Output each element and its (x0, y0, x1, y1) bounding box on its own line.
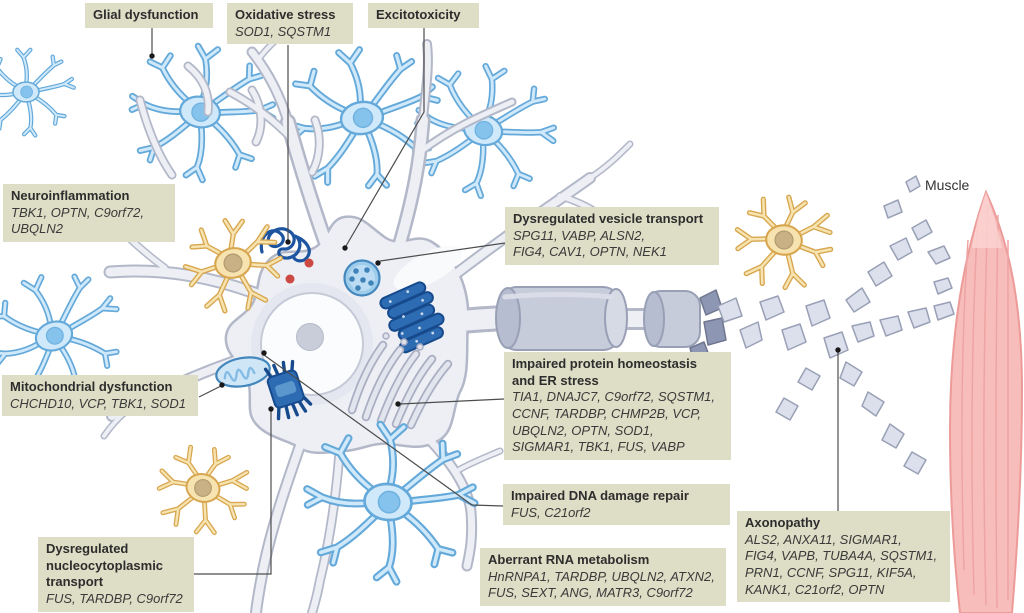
callout-title: Mitochondrial dysfunction (10, 379, 173, 394)
callout-genes: SOD1, SQSTM1 (235, 23, 332, 39)
myelin-sheath (495, 286, 701, 351)
oxidative-particles (285, 258, 314, 284)
callout-title: Neuroinflammation (11, 188, 130, 203)
astrocyte (0, 50, 74, 136)
callout-connectors (151, 28, 839, 575)
callout-title: Dysregulated nucleocytoplasmic transport (46, 541, 164, 590)
callout-title: Oxidative stress (235, 7, 336, 22)
callout-excitotoxicity: Excitotoxicity (368, 3, 479, 28)
callout-genes: TBK1, OPTN, C9orf72, UBQLN2 (11, 204, 144, 237)
axon-fragments (689, 175, 955, 475)
mitochondrion (215, 356, 271, 388)
callout-genes: FUS, C21orf2 (511, 504, 591, 520)
callout-glial-dysfunction: Glial dysfunction (85, 3, 213, 28)
callout-oxidative-stress: Oxidative stress SOD1, SQSTM1 (227, 3, 353, 45)
callout-connector-dots (149, 53, 841, 412)
callout-protein-homeostasis: Impaired protein homeostasis and ER stre… (504, 352, 731, 460)
callout-title: Impaired protein homeostasis and ER stre… (512, 356, 697, 388)
callout-axonopathy: Axonopathy ALS2, ANXA11, SIGMAR1, FIG4, … (737, 511, 950, 603)
callout-title: Impaired DNA damage repair (511, 488, 689, 503)
callout-genes: CHCHD10, VCP, TBK1, SOD1 (10, 395, 187, 411)
muscle-fiber (948, 189, 1024, 613)
callout-genes: TIA1, DNAJC7, C9orf72, SQSTM1, CCNF, TAR… (512, 389, 716, 455)
callout-genes: SPG11, VABP, ALSN2, FIG4, CAV1, OPTN, NE… (513, 227, 667, 260)
callout-genes: ALS2, ANXA11, SIGMAR1, FIG4, VAPB, TUBA4… (745, 531, 938, 597)
callout-title: Dysregulated vesicle transport (513, 211, 704, 226)
vesicle (343, 259, 381, 297)
callout-mitochondrial-dysfunction: Mitochondrial dysfunction CHCHD10, VCP, … (2, 375, 198, 417)
callout-rna-metabolism: Aberrant RNA metabolism HnRNPA1, TARDBP,… (480, 548, 726, 606)
callout-title: Axonopathy (745, 515, 821, 530)
nucleolus (296, 323, 324, 351)
callout-genes: FUS, TARDBP, C9orf72 (46, 590, 183, 606)
muscle-label: Muscle (925, 177, 970, 193)
callout-title: Glial dysfunction (93, 7, 199, 22)
callout-title: Excitotoxicity (376, 7, 461, 22)
callout-title: Aberrant RNA metabolism (488, 552, 650, 567)
callout-nucleocytoplasmic-transport: Dysregulated nucleocytoplasmic transport… (38, 537, 194, 612)
callout-vesicle-transport: Dysregulated vesicle transport SPG11, VA… (505, 207, 719, 265)
callout-genes: HnRNPA1, TARDBP, UBQLN2, ATXN2, FUS, SEX… (488, 568, 715, 601)
callout-neuroinflammation: Neuroinflammation TBK1, OPTN, C9orf72, U… (3, 184, 175, 242)
aggregate-coil-stack (379, 281, 445, 354)
er-golgi-stacks (347, 332, 453, 430)
microglia (149, 438, 256, 542)
callout-dna-damage-repair: Impaired DNA damage repair FUS, C21orf2 (503, 484, 730, 526)
nuclear-pore-complex (263, 359, 313, 421)
microglia (733, 193, 835, 291)
protein-aggregate-squiggle (259, 227, 311, 263)
